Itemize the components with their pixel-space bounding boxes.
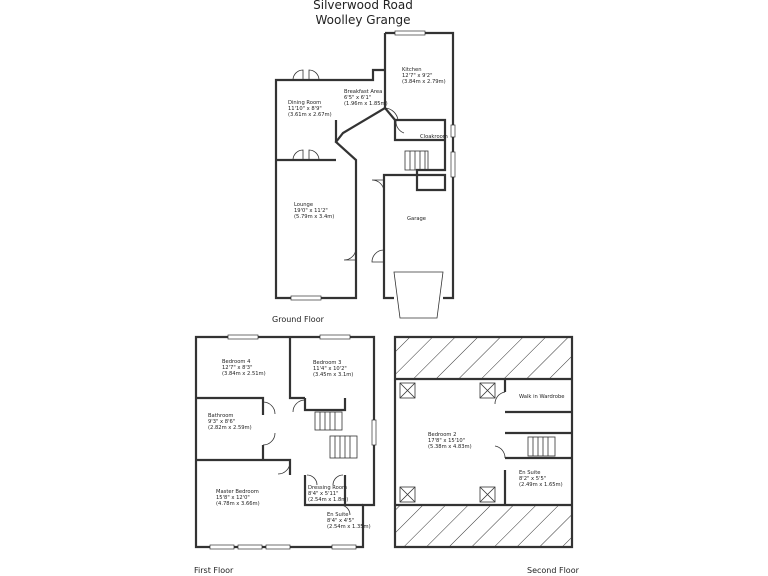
room-label-en-suite-second: En Suite 8'2" x 5'5" (2.49m x 1.65m) — [519, 470, 563, 488]
svg-text:(1.96m x 1.85m): (1.96m x 1.85m) — [344, 101, 388, 107]
window — [331, 544, 357, 550]
svg-text:Bathroom: Bathroom — [208, 413, 233, 419]
svg-text:(2.49m x 1.65m): (2.49m x 1.65m) — [519, 482, 563, 488]
svg-text:Breakfast Area: Breakfast Area — [344, 89, 382, 95]
roof-window — [479, 486, 496, 503]
svg-text:(2.54m x 1.35m): (2.54m x 1.35m) — [327, 524, 371, 530]
roof-window — [399, 486, 416, 503]
room-label-master-bedroom: Master Bedroom 15'8" x 12'0" (4.78m x 3.… — [216, 489, 260, 507]
svg-text:(3.84m x 2.79m): (3.84m x 2.79m) — [402, 79, 446, 85]
garage-door — [393, 271, 444, 319]
window — [394, 30, 426, 36]
svg-text:8'4" x 4'5": 8'4" x 4'5" — [327, 518, 354, 524]
room-label-bathroom: Bathroom 9'3" x 8'6" (2.82m x 2.59m) — [208, 413, 252, 431]
svg-text:9'3" x 8'6": 9'3" x 8'6" — [208, 419, 235, 425]
svg-text:(3.45m x 3.1m): (3.45m x 3.1m) — [313, 372, 353, 378]
first-floor-caption: First Floor — [194, 566, 234, 575]
svg-text:Master Bedroom: Master Bedroom — [216, 489, 259, 495]
svg-text:(2.82m x 2.59m): (2.82m x 2.59m) — [208, 425, 252, 431]
window — [237, 544, 263, 550]
svg-text:15'8" x 12'0": 15'8" x 12'0" — [216, 495, 250, 501]
svg-text:Dressing Room: Dressing Room — [308, 485, 347, 491]
svg-text:Bedroom 2: Bedroom 2 — [428, 432, 456, 438]
room-label-garage: Garage — [407, 216, 426, 222]
plan-title-line1: Silverwood Road — [313, 0, 413, 12]
svg-text:Dining Room: Dining Room — [288, 100, 321, 106]
svg-text:Bedroom 4: Bedroom 4 — [222, 359, 251, 365]
svg-text:8'2" x 5'5": 8'2" x 5'5" — [519, 476, 546, 482]
roof-window — [399, 382, 416, 399]
window — [227, 334, 259, 340]
svg-text:11'10" x 8'9": 11'10" x 8'9" — [288, 106, 322, 112]
svg-text:En Suite: En Suite — [519, 470, 540, 476]
svg-text:(3.84m x 2.51m): (3.84m x 2.51m) — [222, 371, 266, 377]
room-label-bedroom-3: Bedroom 3 11'4" x 10'2" (3.45m x 3.1m) — [313, 360, 353, 378]
svg-text:12'7" x 9'2": 12'7" x 9'2" — [402, 73, 433, 79]
room-label-breakfast-area: Breakfast Area 6'5" x 6'1" (1.96m x 1.85… — [344, 89, 388, 107]
roof-window — [479, 382, 496, 399]
svg-text:(4.78m x 3.66m): (4.78m x 3.66m) — [216, 501, 260, 507]
svg-text:Lounge: Lounge — [294, 202, 313, 208]
svg-text:(2.54m x 1.8m): (2.54m x 1.8m) — [308, 497, 348, 503]
staircase — [404, 150, 429, 171]
room-label-dining-room: Dining Room 11'10" x 8'9" (3.61m x 2.67m… — [288, 100, 332, 118]
window — [371, 419, 377, 446]
staircase — [527, 436, 556, 457]
svg-text:Kitchen: Kitchen — [402, 67, 422, 73]
svg-text:(3.61m x 2.67m): (3.61m x 2.67m) — [288, 112, 332, 118]
window — [209, 544, 235, 550]
room-label-walk-in-wardrobe: Walk in Wardrobe — [519, 394, 564, 400]
svg-text:8'4" x 5'11": 8'4" x 5'11" — [308, 491, 339, 497]
svg-text:(5.38m x 4.83m): (5.38m x 4.83m) — [428, 444, 472, 450]
window — [290, 295, 322, 301]
window — [319, 334, 351, 340]
room-label-en-suite-first: En Suite 8'4" x 4'5" (2.54m x 1.35m) — [327, 512, 371, 530]
window — [265, 544, 291, 550]
room-label-bedroom-4: Bedroom 4 12'7" x 8'3" (3.84m x 2.51m) — [222, 359, 266, 377]
svg-text:6'5" x 6'1": 6'5" x 6'1" — [344, 95, 371, 101]
svg-text:12'7" x 8'3": 12'7" x 8'3" — [222, 365, 253, 371]
plan-title-line2: Woolley Grange — [315, 13, 410, 27]
svg-text:19'0" x 11'2": 19'0" x 11'2" — [294, 208, 328, 214]
svg-text:En Suite: En Suite — [327, 512, 348, 518]
second-floor-plan: Walk in Wardrobe Bedroom 2 17'8" x 15'10… — [393, 335, 574, 549]
svg-text:(5.79m x 3.4m): (5.79m x 3.4m) — [294, 214, 334, 220]
ground-floor-plan: Kitchen 12'7" x 9'2" (3.84m x 2.79m) Bre… — [274, 30, 456, 319]
svg-text:Bedroom 3: Bedroom 3 — [313, 360, 341, 366]
first-floor-plan: Bedroom 4 12'7" x 8'3" (3.84m x 2.51m) B… — [194, 334, 377, 550]
room-label-bedroom-2: Bedroom 2 17'8" x 15'10" (5.38m x 4.83m) — [428, 432, 472, 450]
ground-floor-caption: Ground Floor — [272, 315, 325, 324]
window — [450, 151, 456, 178]
room-label-kitchen: Kitchen 12'7" x 9'2" (3.84m x 2.79m) — [402, 67, 446, 85]
svg-text:11'4" x 10'2": 11'4" x 10'2" — [313, 366, 347, 372]
second-floor-caption: Second Floor — [527, 566, 580, 575]
room-label-lounge: Lounge 19'0" x 11'2" (5.79m x 3.4m) — [294, 202, 334, 220]
svg-text:17'8" x 15'10": 17'8" x 15'10" — [428, 438, 465, 444]
staircase — [314, 411, 358, 459]
window — [450, 124, 456, 138]
room-label-cloakroom: Cloakroom — [420, 134, 448, 140]
room-label-dressing-room: Dressing Room 8'4" x 5'11" (2.54m x 1.8m… — [308, 485, 348, 503]
